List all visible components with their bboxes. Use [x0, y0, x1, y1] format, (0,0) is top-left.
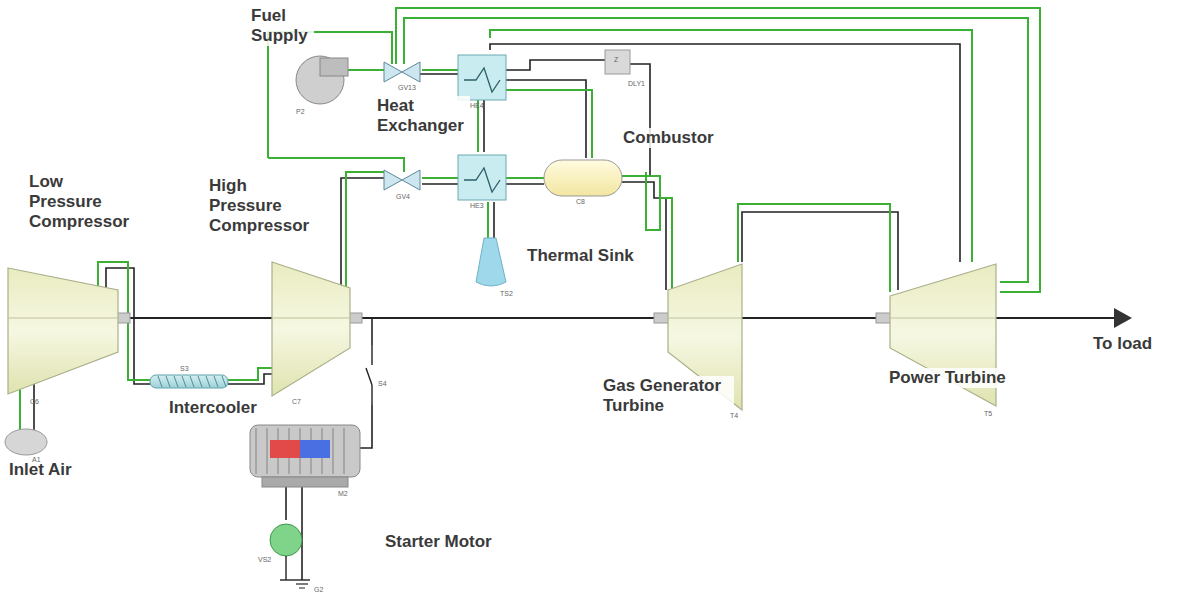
component-label: Fuel Supply	[250, 6, 314, 46]
component-id: VS2	[258, 556, 271, 564]
component-id: S3	[180, 365, 189, 373]
component-id: A1	[32, 456, 41, 464]
component-id: C7	[292, 398, 301, 406]
component-id: HE4	[470, 102, 484, 110]
component-id: GV4	[396, 193, 410, 201]
component-label: Heat Exchanger	[376, 96, 470, 136]
component-id: DLY1	[628, 80, 645, 88]
component-label: Combustor	[622, 128, 715, 148]
component-label: Thermal Sink	[526, 246, 635, 266]
component-label: Power Turbine	[888, 368, 1007, 388]
component-id: C6	[30, 398, 39, 406]
component-label: To load	[1092, 334, 1153, 354]
component-id: T5	[984, 410, 992, 418]
component-id: TS2	[500, 290, 513, 298]
component-id: Z	[614, 56, 618, 64]
component-id: S4	[378, 380, 387, 388]
component-id: M2	[338, 490, 348, 498]
component-id: T4	[730, 412, 738, 420]
component-id: HE3	[470, 202, 484, 210]
component-label: Gas Generator Turbine	[602, 376, 734, 416]
component-label: Starter Motor	[384, 532, 493, 552]
component-id: C8	[576, 198, 585, 206]
component-label: Low Pressure Compressor	[28, 172, 140, 232]
component-id: P2	[296, 108, 305, 116]
component-id: GV13	[398, 84, 416, 92]
component-id: G2	[314, 586, 323, 594]
component-label: High Pressure Compressor	[208, 176, 322, 236]
component-label: Intercooler	[168, 398, 258, 418]
